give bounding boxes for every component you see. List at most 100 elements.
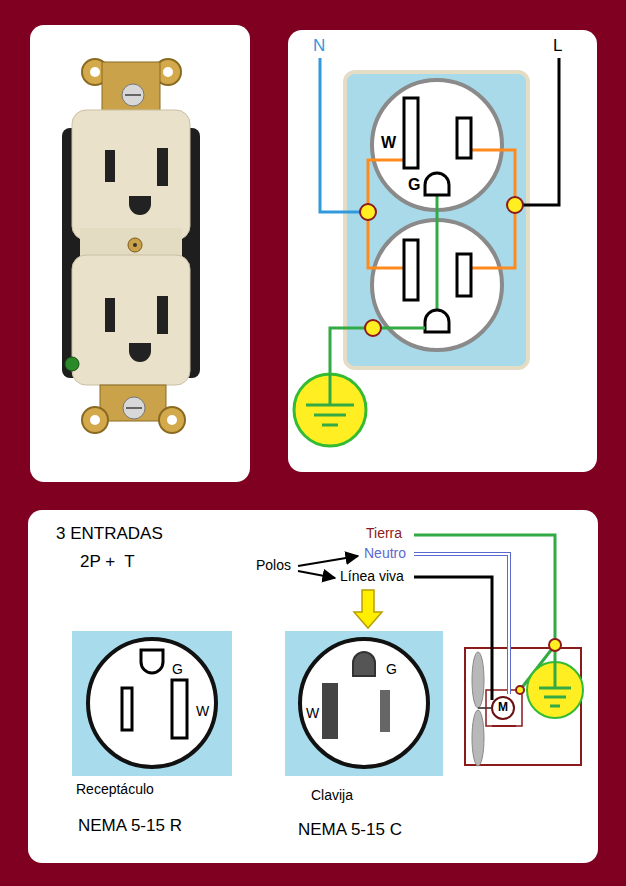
receptacle-photo-part <box>125 94 141 96</box>
receptacle-face-drawing-part <box>72 631 232 776</box>
receptacle-photo-part <box>72 110 190 240</box>
node-text: W <box>196 703 209 719</box>
receptacle-wiring-part <box>314 414 346 417</box>
heading-label: 3 ENTRADAS <box>56 524 163 544</box>
node-text: G <box>386 661 397 677</box>
wire-label: Neutro <box>364 545 406 561</box>
receptacle-photo <box>62 59 200 433</box>
wire-label: N <box>313 36 325 56</box>
receptacle-plate: WG <box>345 72 528 368</box>
caption-label: Receptáculo <box>76 781 154 797</box>
receptacle-photo-part <box>105 298 115 332</box>
receptacle-photo-part <box>126 407 142 409</box>
node-text: W <box>381 134 396 152</box>
wire-label: L <box>553 36 562 56</box>
receptacle-photo-part <box>100 385 166 421</box>
fan-wiring-part <box>539 687 571 690</box>
fan-wiring-part <box>414 554 509 694</box>
receptacle-face-drawing-part <box>141 650 163 673</box>
receptacle-photo-part <box>90 67 100 77</box>
receptacle-photo-part <box>133 243 137 247</box>
receptacle-wiring-part <box>425 173 449 195</box>
receptacle-photo-part <box>129 343 151 362</box>
receptacle-photo-part <box>163 67 173 77</box>
fan-wiring-part <box>544 696 566 699</box>
receptacle-wiring-part <box>457 118 471 158</box>
plug-face-drawing-part <box>285 631 443 776</box>
node-text: W <box>306 705 319 721</box>
receptacle-face-drawing-part <box>88 639 216 767</box>
receptacle-photo-part <box>72 255 190 385</box>
pointer-arrows-part <box>354 590 382 628</box>
fan-wiring-part <box>414 535 555 662</box>
receptacle-photo-part <box>102 62 160 112</box>
receptacle-wiring-part <box>471 150 515 205</box>
panels-part <box>288 30 597 472</box>
node-text: G <box>408 176 420 194</box>
receptacle-wiring-part <box>471 205 515 268</box>
receptacle-wiring-part <box>368 212 404 268</box>
fan-wiring-part <box>550 705 560 708</box>
fan-wiring <box>414 535 583 766</box>
receptacle-photo-part <box>128 238 142 252</box>
receptacle-photo-part <box>82 407 108 433</box>
standard-label: NEMA 5-15 R <box>78 816 182 836</box>
receptacle-photo-part <box>65 357 79 371</box>
fan-wiring-part <box>414 577 492 700</box>
receptacle-wiring-part <box>404 98 418 168</box>
pointer-arrows <box>298 556 382 628</box>
plug-face-drawing-part <box>380 690 390 732</box>
receptacle-face-drawing-part <box>122 688 132 730</box>
receptacle-wiring-part <box>360 204 376 220</box>
plug-face-drawing-part <box>300 639 428 767</box>
receptacle-wiring-part <box>294 374 366 446</box>
wire-label: Tierra <box>366 525 402 541</box>
fan-wiring-part <box>478 707 491 709</box>
receptacle-photo-part <box>167 415 177 425</box>
receptacle-wiring-part <box>368 160 404 212</box>
fan-wiring-part <box>472 652 484 708</box>
panels <box>28 25 598 863</box>
receptacle-photo-part <box>159 407 185 433</box>
pointer-arrows-part <box>298 571 335 578</box>
plug-face: WG <box>285 631 443 776</box>
receptacle-face: GW <box>72 631 232 776</box>
fan-wiring-part <box>472 710 484 766</box>
receptacle-wiring-part <box>425 310 449 332</box>
receptacle-wiring-part <box>404 240 418 300</box>
fan-wiring-part <box>549 639 561 651</box>
receptacle-wiring-part <box>507 197 523 213</box>
receptacle-wiring <box>294 58 559 446</box>
fan-wiring-part <box>414 554 509 694</box>
plug-face-drawing <box>285 631 443 776</box>
standard-label: NEMA 5-15 C <box>298 820 402 840</box>
panels-part <box>30 25 250 482</box>
fan-wiring-part <box>516 686 524 694</box>
receptacle-photo-part <box>129 196 151 215</box>
receptacle-wiring-part <box>515 58 559 205</box>
receptacle-wiring-part <box>365 320 381 336</box>
receptacle-photo-part <box>105 150 115 182</box>
receptacle-photo-part <box>157 296 168 334</box>
receptacle-photo-part <box>157 148 168 186</box>
fan-wiring-part <box>527 662 583 718</box>
node-text: G <box>172 661 183 677</box>
receptacle-photo-part <box>122 84 144 106</box>
fan-wiring-part <box>492 725 516 727</box>
fan-wiring-part <box>554 662 557 688</box>
receptacle-wiring-part <box>329 374 332 405</box>
receptacle-photo-part <box>123 397 145 419</box>
plug-face-drawing-part <box>353 652 375 676</box>
callout-label: Polos <box>256 557 291 573</box>
plug-face-drawing-part <box>322 683 338 739</box>
receptacle-wiring-part <box>306 404 354 407</box>
motor-circle: M <box>491 696 515 720</box>
heading-label: 2P + T <box>80 552 135 572</box>
pointer-arrows-part <box>298 556 358 566</box>
receptacle-wiring-part <box>345 72 528 368</box>
receptacle-face-drawing <box>72 631 232 776</box>
receptacle-wiring-part <box>436 196 439 310</box>
